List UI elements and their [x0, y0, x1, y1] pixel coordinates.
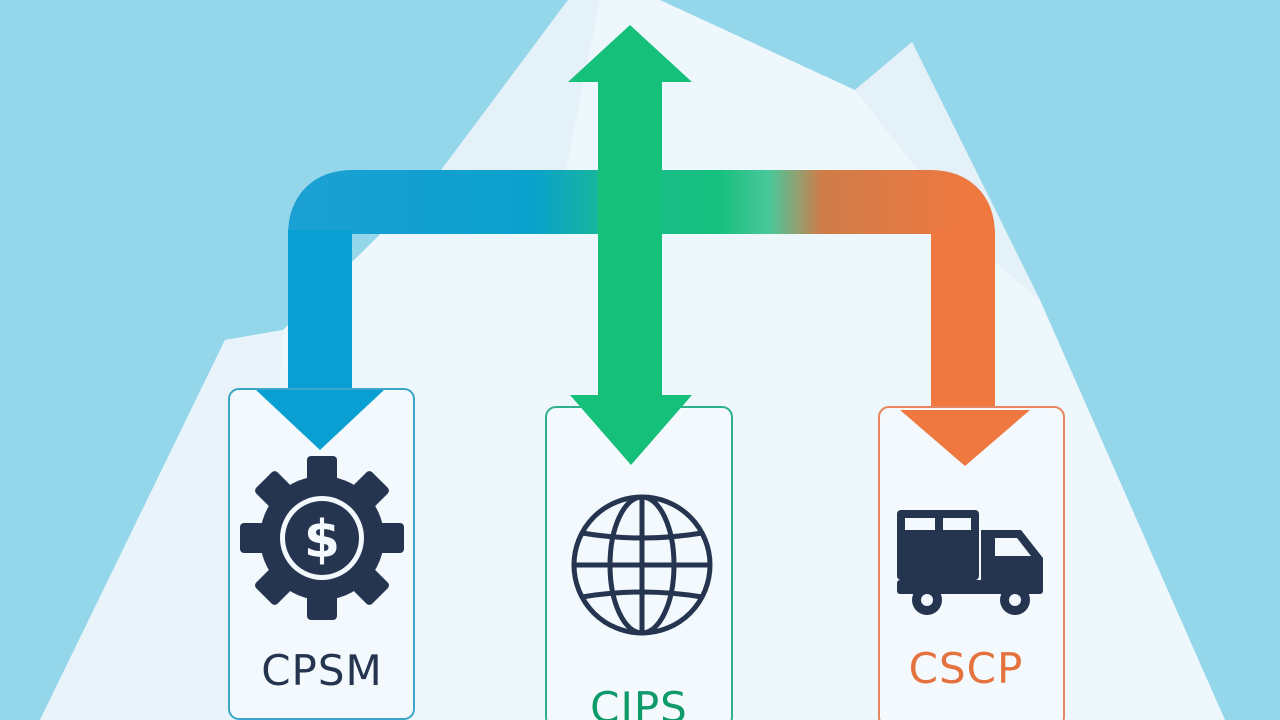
- blue-arrow-head: [256, 390, 384, 450]
- cips-label: CIPS: [590, 683, 688, 720]
- svg-text:$: $: [304, 510, 340, 570]
- cscp-label: CSCP: [909, 644, 1024, 693]
- green-double-arrow: [568, 25, 692, 465]
- truck-icon: [897, 510, 1043, 615]
- gear-dollar-icon: $: [240, 456, 404, 620]
- cpsm-label: CPSM: [261, 646, 383, 695]
- orange-arrow-head: [900, 410, 1030, 466]
- globe-icon: [571, 494, 713, 636]
